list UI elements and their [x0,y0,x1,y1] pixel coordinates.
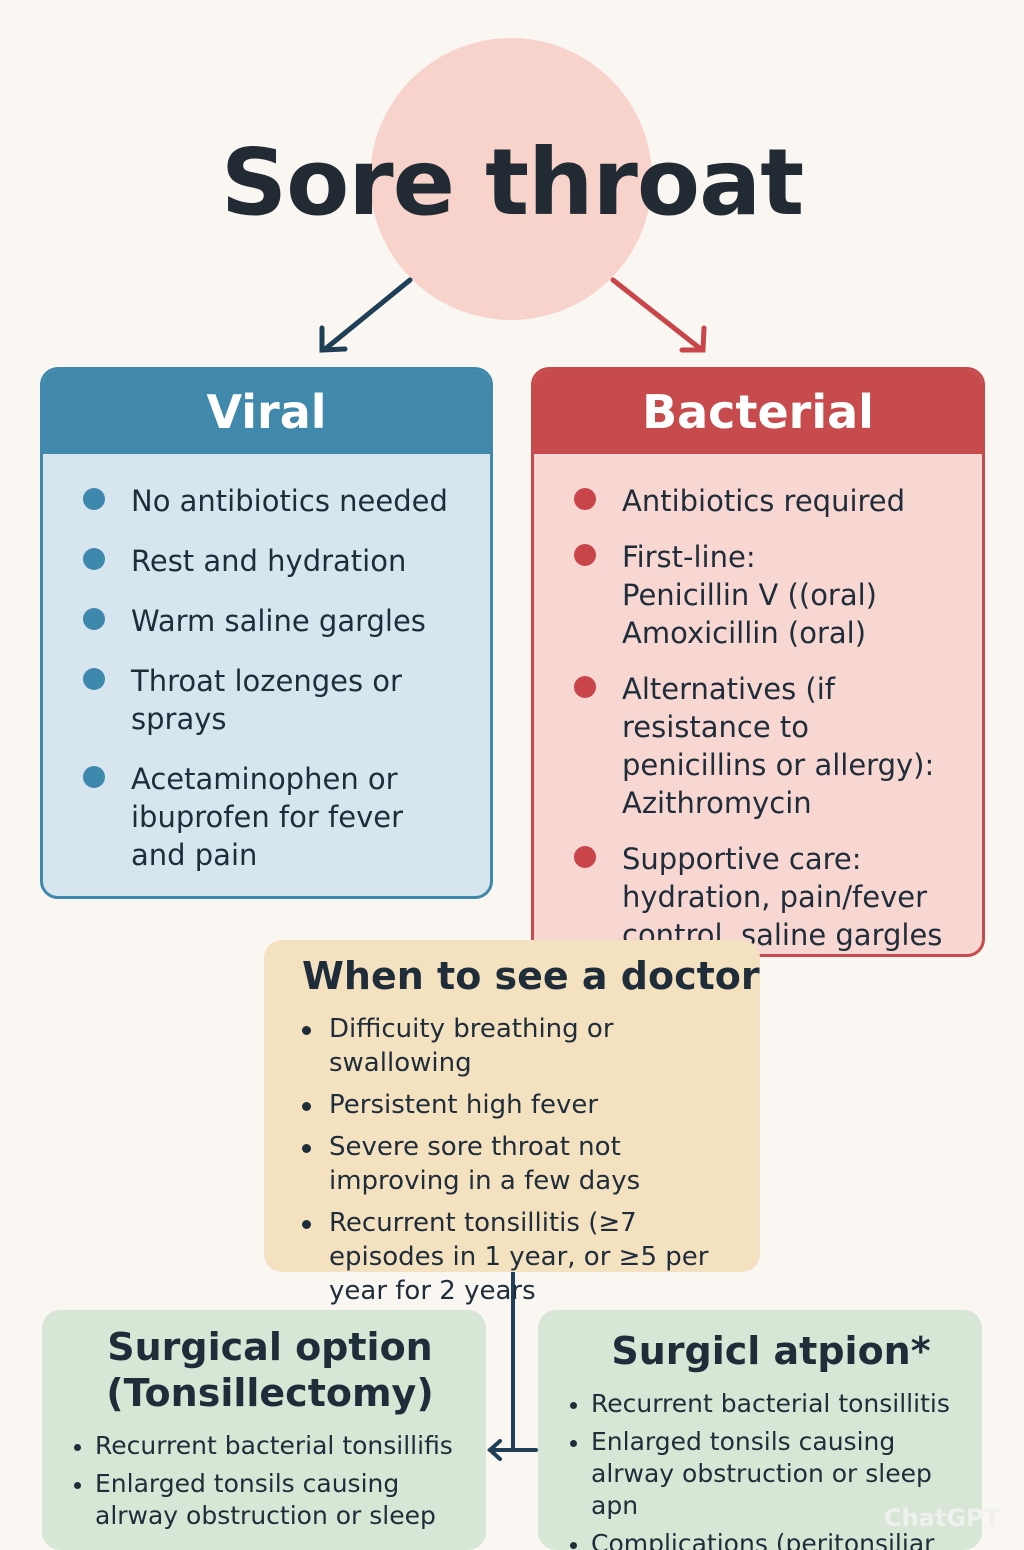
bullet-dot [83,548,105,570]
bullet-dot [302,1144,311,1153]
list-item: Recurrent tonsillitis (≥7 episodes in 1 … [302,1206,760,1308]
item-text: Difficuity breathing or swallowing [329,1014,614,1078]
title-circle [370,38,652,320]
item-text: Enlarged tonsils causing alrway obstruct… [95,1469,436,1530]
doctor-heading: When to see a doctor [302,954,760,998]
list-item: Recurrent bacterial tonsillitis [570,1388,972,1420]
bacterial-heading: Bacterial [534,370,982,454]
item-text: Severe sore throat not improving in a fe… [329,1132,641,1196]
item-text: Recurrent bacterial tonsillifis [95,1431,453,1460]
list-item: Alternatives (if resistance to penicilli… [574,670,952,822]
bullet-dot [574,544,596,566]
item-text: Warm saline gargles [131,604,426,638]
surgical-left-heading: Surgical option (Tonsillectomy) [106,1325,434,1415]
bullet-dot [83,766,105,788]
item-text: Enlarged tonsils causing alrway obstruct… [591,1427,932,1520]
list-item: Enlarged tonsils causing alrway obstruct… [74,1468,466,1532]
list-item: Difficuity breathing or swallowing [302,1012,760,1080]
list-item: Severe sore throat not improving in a fe… [302,1130,760,1198]
bacterial-list: Antibiotics required First-line: Penicil… [534,454,982,954]
bacterial-arrow [610,277,707,353]
page-title: Sore throat [220,129,804,236]
watermark: ChatGPT [883,1504,1000,1532]
bacterial-card: Bacterial Antibiotics required First-lin… [531,367,985,957]
item-text: Recurrent bacterial tonsillitis [591,1389,950,1418]
list-item: Rest and hydration [83,542,460,580]
bullet-dot [570,1542,577,1549]
bullet-dot [570,1402,577,1409]
bullet-dot [74,1444,81,1451]
list-item: Acetaminophen or ibuprofen for fever and… [83,760,460,874]
item-text: No antibiotics needed [131,484,448,518]
item-text: Complications (peritonsiliar [591,1529,935,1550]
doctor-box: When to see a doctor Difficuity breathin… [264,940,760,1306]
list-item: No antibiotics needed [83,482,460,520]
bullet-dot [574,676,596,698]
list-item: Supportive care: hydration, pain/fever c… [574,840,952,954]
item-text: Persistent high fever [329,1090,599,1120]
item-text: Supportive care: hydration, pain/fever c… [622,842,943,952]
viral-list: No antibiotics needed Rest and hydration… [43,454,490,874]
bullet-dot [302,1220,311,1229]
bullet-dot [574,846,596,868]
list-item: Antibiotics required [574,482,952,520]
viral-arrow [319,277,413,353]
item-text: First-line: Penicillin V ((oral) Amoxici… [622,540,877,650]
bullet-dot [83,488,105,510]
item-text: Acetaminophen or ibuprofen for fever and… [131,762,404,872]
list-item: Enlarged tonsils causing alrway obstruct… [570,1426,972,1522]
item-text: Antibiotics required [622,484,906,518]
surgical-right-heading: Surgicl atpion* [611,1329,931,1373]
viral-card: Viral No antibiotics needed Rest and hyd… [40,367,493,899]
viral-heading: Viral [43,370,490,454]
bullet-dot [570,1440,577,1447]
item-text: Throat lozenges or sprays [131,664,402,736]
item-text: Alternatives (if resistance to penicilli… [622,672,935,820]
list-item: Warm saline gargles [83,602,460,640]
item-text: Recurrent tonsillitis (≥7 episodes in 1 … [329,1208,709,1306]
item-text: Rest and hydration [131,544,407,578]
list-item: Persistent high fever [302,1088,760,1122]
surgical-option-left: Surgical option (Tonsillectomy) Recurren… [42,1310,486,1550]
bullet-dot [83,608,105,630]
list-item: First-line: Penicillin V ((oral) Amoxici… [574,538,952,652]
list-item: Throat lozenges or sprays [83,662,460,738]
bullet-dot [302,1026,311,1035]
bullet-dot [74,1482,81,1489]
bullet-dot [574,488,596,510]
bullet-dot [83,668,105,690]
list-item: Recurrent bacterial tonsillifis [74,1430,466,1462]
bullet-dot [302,1102,311,1111]
